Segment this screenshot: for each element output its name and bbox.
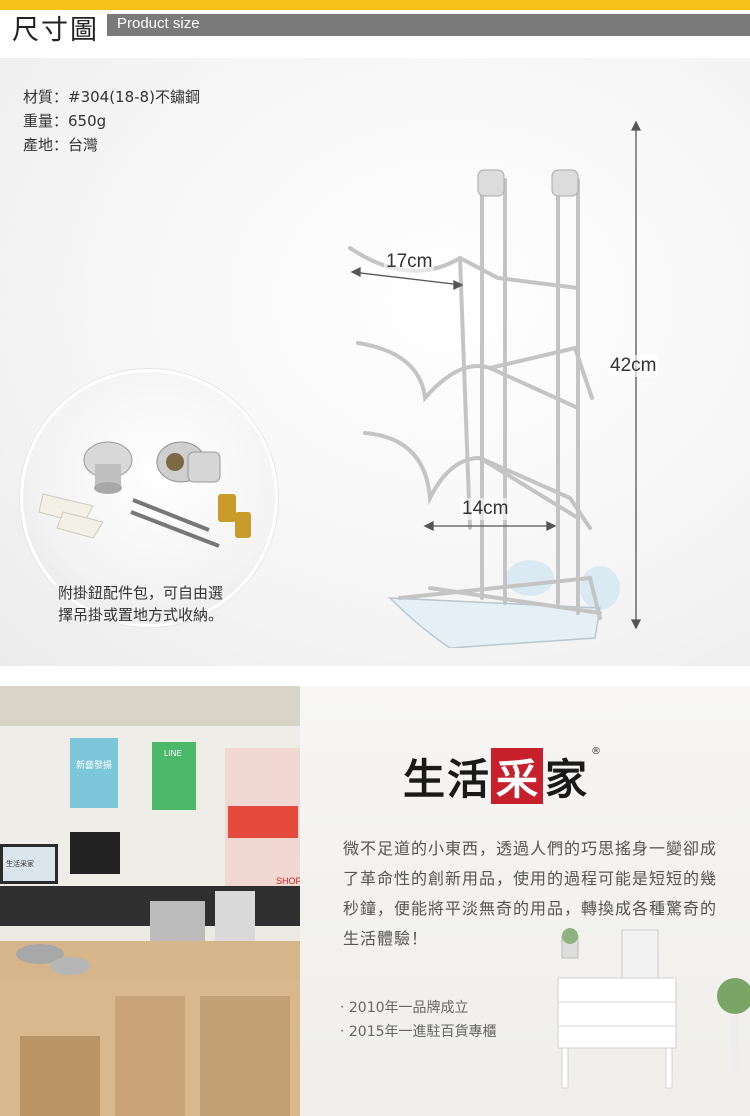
logo-char-2: 活 (447, 754, 490, 804)
dresser-illustration (557, 928, 750, 1089)
brand-logo: 生 活 采 家 ® (403, 746, 601, 806)
brand-intro: 生 活 采 家 ® 微不足道的小東西，透過人們的巧思搖身一變卻成了革命性的創新用… (300, 686, 750, 1116)
spec-weight: 重量：650g (23, 112, 107, 130)
store-counter-photo: 新藝發揚 LINE SHOP 生活采家 (0, 686, 300, 1116)
accessory-caption-line1: 附掛鈕配件包，可自由選 (58, 584, 224, 602)
brand-description: 微不足道的小東西，透過人們的巧思搖身一變卻成了革命性的創新用品，使用的過程可能是… (343, 839, 718, 948)
logo-char-3: 采 (491, 748, 544, 804)
spec-material: 材質：#304(18-8)不鏽鋼 (23, 88, 200, 106)
accessory-caption: 附掛鈕配件包，可自由選 擇吊掛或置地方式收納。 (58, 582, 223, 626)
section-subtitle: Product size (117, 15, 200, 32)
registered-mark: ® (591, 746, 602, 757)
milestone-item: ‧ 2010年一品牌成立 (340, 1000, 469, 1016)
accessory-kit-image (20, 369, 278, 627)
milestone-item: ‧ 2015年一進駐百貨專櫃 (340, 1024, 497, 1040)
section-header: 尺寸圖 Product size (0, 0, 750, 52)
spec-list: 材質：#304(18-8)不鏽鋼 重量：650g 產地：台灣 (23, 85, 200, 157)
milestones-list: ‧ 2010年一品牌成立 ‧ 2015年一進駐百貨專櫃 (340, 996, 497, 1044)
rack-illustration (348, 169, 620, 648)
poster-text-1: 新藝發揚 (76, 759, 112, 771)
monitor-text: 生活采家 (6, 859, 34, 868)
store-banner: SHOP (276, 876, 300, 886)
section-title: 尺寸圖 (12, 15, 99, 46)
dimension-depth-label: 17cm (384, 251, 435, 273)
poster-text-2: LINE (164, 749, 182, 758)
section-subtitle-bar: Product size (107, 14, 750, 36)
logo-char-1: 生 (403, 754, 446, 804)
dimension-height-label: 42cm (608, 355, 659, 377)
spec-origin: 產地：台灣 (23, 136, 99, 154)
header-accent-stripe (0, 0, 750, 10)
accessory-caption-line2: 擇吊掛或置地方式收納。 (58, 606, 224, 624)
logo-char-4: 家 (545, 754, 588, 804)
product-size-panel: 材質：#304(18-8)不鏽鋼 重量：650g 產地：台灣 (0, 58, 750, 666)
dimension-width-label: 14cm (460, 498, 511, 520)
